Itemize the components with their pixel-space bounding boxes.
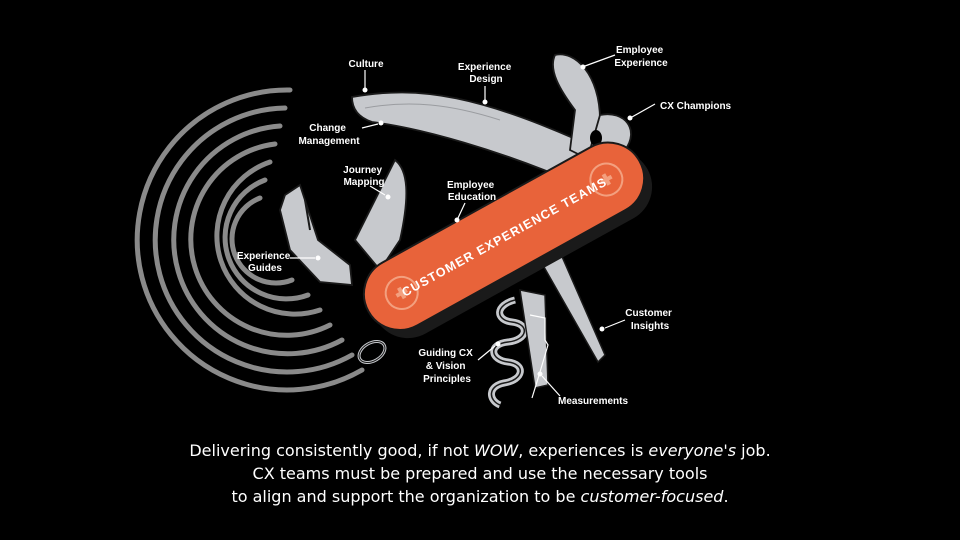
label-employee-experience: Employee Experience: [614, 45, 668, 69]
key-ring: [355, 337, 388, 367]
label-culture: Culture: [349, 59, 384, 70]
caption-emphasis-everyone: everyone's: [648, 441, 736, 460]
caption-line-1: Delivering consistently good, if not WOW…: [0, 439, 960, 462]
caption-emphasis-customer-focused: customer-focused: [581, 487, 724, 506]
label-cx-champions: CX Champions: [660, 101, 732, 112]
label-change-management: Change Management: [298, 123, 360, 147]
caption-text: , experiences is: [518, 441, 648, 460]
caption: Delivering consistently good, if not WOW…: [0, 439, 960, 508]
label-experience-design: Experience Design: [458, 62, 514, 85]
label-guiding-cx: Guiding CX & Vision Principles: [418, 348, 475, 385]
spiral-background: [137, 90, 362, 390]
experience-guides-tool: [280, 185, 352, 285]
customer-insights-blade: [540, 252, 605, 362]
caption-line-2: CX teams must be prepared and use the ne…: [0, 462, 960, 485]
caption-text: Delivering consistently good, if not: [189, 441, 474, 460]
caption-text: to align and support the organization to…: [231, 487, 580, 506]
caption-line-3: to align and support the organization to…: [0, 485, 960, 508]
caption-text: .: [723, 487, 728, 506]
corkscrew: [491, 300, 524, 405]
caption-emphasis-wow: WOW: [474, 441, 518, 460]
label-journey-mapping: Journey Mapping: [343, 165, 385, 188]
label-employee-education: Employee Education: [447, 180, 497, 203]
label-measurements: Measurements: [558, 396, 628, 407]
caption-text: job.: [736, 441, 771, 460]
label-customer-insights: Customer Insights: [625, 308, 674, 332]
